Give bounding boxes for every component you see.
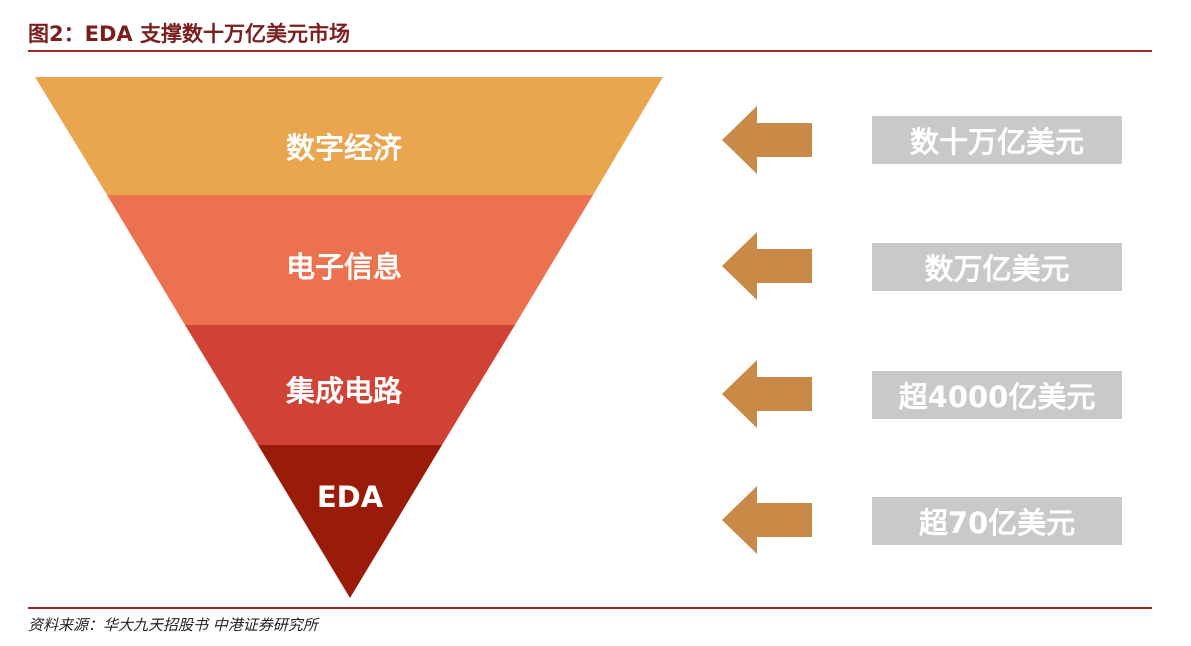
funnel-label: 电子信息: [285, 250, 402, 284]
market-size-box: 超4000亿美元: [872, 371, 1122, 419]
left-arrow-icon: [722, 486, 812, 554]
funnel-label: EDA: [316, 480, 384, 514]
funnel-band-electronic-information: [107, 195, 593, 325]
funnel-band-eda: [258, 445, 442, 598]
left-arrow-icon: [722, 232, 812, 300]
left-arrow-icon: [722, 360, 812, 428]
funnel-label: 数字经济: [285, 131, 402, 165]
source-note: 资料来源：华大九天招股书 中港证券研究所: [28, 616, 318, 634]
market-size-box: 超70亿美元: [872, 497, 1122, 545]
left-arrow-icon: [722, 106, 812, 174]
figure-title: 图2：EDA 支撑数十万亿美元市场: [28, 22, 350, 46]
footer-divider: [28, 607, 1152, 609]
market-size-box: 数万亿美元: [872, 243, 1122, 291]
funnel-band-integrated-circuits: [185, 325, 515, 445]
title-divider: [28, 50, 1152, 52]
funnel-label: 集成电路: [285, 374, 402, 408]
market-size-box: 数十万亿美元: [872, 116, 1122, 164]
funnel-band-digital-economy: [35, 77, 663, 195]
